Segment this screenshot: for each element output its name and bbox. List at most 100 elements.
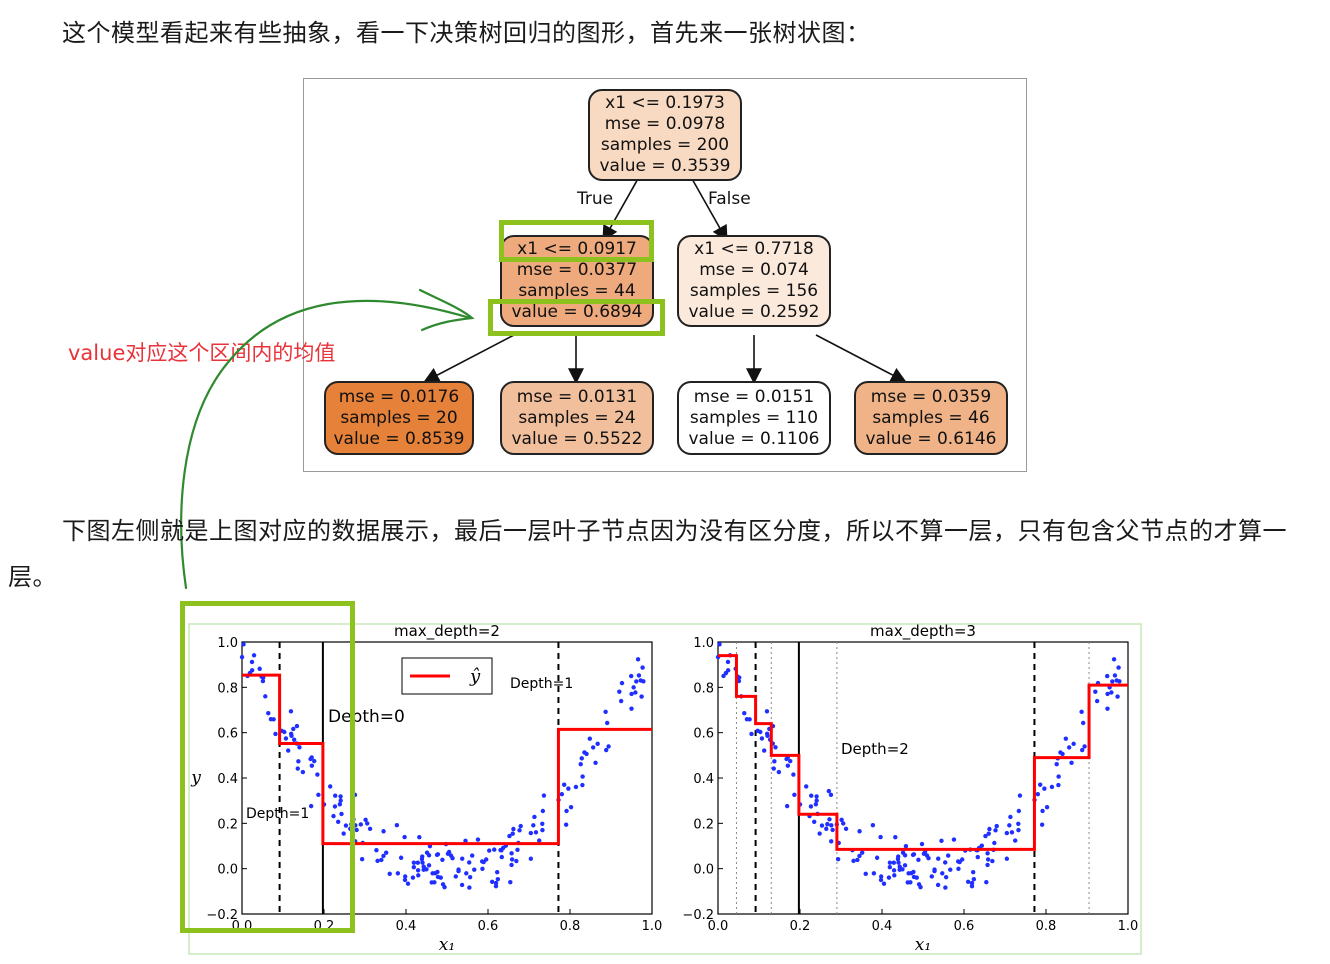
data-point [892,873,897,878]
data-point [737,675,742,680]
x-tick-label: 0.2 [790,919,811,934]
data-point [725,668,731,673]
data-point [402,877,408,883]
y-tick-label: 0.8 [217,681,238,696]
data-point [509,862,514,868]
data-point [813,802,819,807]
annotation-depth2: Depth=2 [841,740,909,758]
data-point [943,860,948,865]
tree-left-node: x1 <= 0.0917 mse = 0.0377 samples = 44 v… [500,235,654,327]
data-point [1111,657,1117,662]
node-value: value = 0.5522 [511,428,643,449]
data-point [969,880,975,886]
node-samples: samples = 156 [689,281,819,301]
edge-right-leaf4 [815,334,907,383]
data-point [965,879,971,884]
data-point [814,798,819,803]
data-point [827,817,832,822]
x-tick-label: 0.0 [708,919,729,934]
y-tick-label: 0.8 [693,681,714,696]
node-mse: mse = 0.0377 [516,260,638,280]
chart-title: max_depth=2 [394,622,500,641]
data-point [878,877,884,883]
edge-root-right [690,176,728,242]
data-point [817,831,822,836]
node-samples: samples = 44 [518,281,636,301]
tree-leaf-node: mse = 0.0176 samples = 20 value = 0.8539 [324,381,474,455]
data-point [891,860,897,865]
data-point [291,737,297,742]
data-point [919,841,925,847]
data-point [1056,782,1061,788]
data-point [1093,689,1098,694]
data-point [308,803,314,809]
data-point [316,792,321,798]
data-point [1066,745,1072,750]
data-point [573,784,579,790]
data-point [825,821,830,827]
node-value: value = 0.6146 [865,428,997,449]
data-point [590,745,596,750]
data-point [453,874,458,879]
data-point [374,847,379,853]
node-split: x1 <= 0.0917 [517,239,637,259]
data-point [1109,690,1114,695]
data-point [381,829,386,834]
data-point [918,884,923,890]
y-tick-label: 0.6 [217,727,238,742]
chart-title: max_depth=3 [870,622,976,641]
data-point [456,868,461,874]
data-point [970,869,976,875]
data-point [828,792,834,798]
data-point [568,804,574,810]
data-point [339,811,344,817]
data-point [855,857,860,863]
data-point [511,826,516,832]
data-point [639,694,644,699]
data-point [359,856,365,862]
data-point [332,804,338,809]
data-point [1004,856,1010,861]
data-point [1080,747,1085,753]
data-point [916,857,921,862]
y-tick-label: −0.2 [206,908,238,923]
data-point [772,759,777,764]
data-point [450,856,455,861]
data-point [537,838,542,843]
data-point [785,763,791,768]
y-tick-label: 0.6 [693,727,714,742]
data-point [487,848,492,853]
data-point [1079,709,1084,715]
y-tick-label: 1.0 [217,636,238,651]
data-point [903,843,909,849]
node-samples: samples = 46 [872,407,990,428]
data-point [593,760,598,765]
x-tick-label: 1.0 [1118,919,1139,934]
data-point [1016,808,1022,814]
data-point [260,678,266,684]
data-point [936,856,941,861]
data-point [424,850,430,855]
data-point [628,673,634,679]
x-tick-label: 0.4 [872,919,893,934]
data-point [896,860,901,865]
data-point [273,731,278,737]
data-point [814,794,819,799]
y-tick-label: 0.4 [693,772,714,787]
node-mse: mse = 0.0176 [338,386,460,407]
data-point [969,883,975,889]
data-point [417,834,422,840]
node-mse: mse = 0.0978 [604,114,726,134]
data-point [438,875,443,880]
data-point [286,748,291,753]
data-point [540,808,546,814]
data-point [475,837,481,842]
data-point [411,860,417,865]
data-point [467,874,473,880]
data-point [784,803,790,809]
data-point [363,817,368,822]
data-point [493,880,499,886]
tree-leaf-node: mse = 0.0151 samples = 110 value = 0.110… [677,381,831,455]
data-point [460,856,465,861]
data-point [365,821,370,826]
